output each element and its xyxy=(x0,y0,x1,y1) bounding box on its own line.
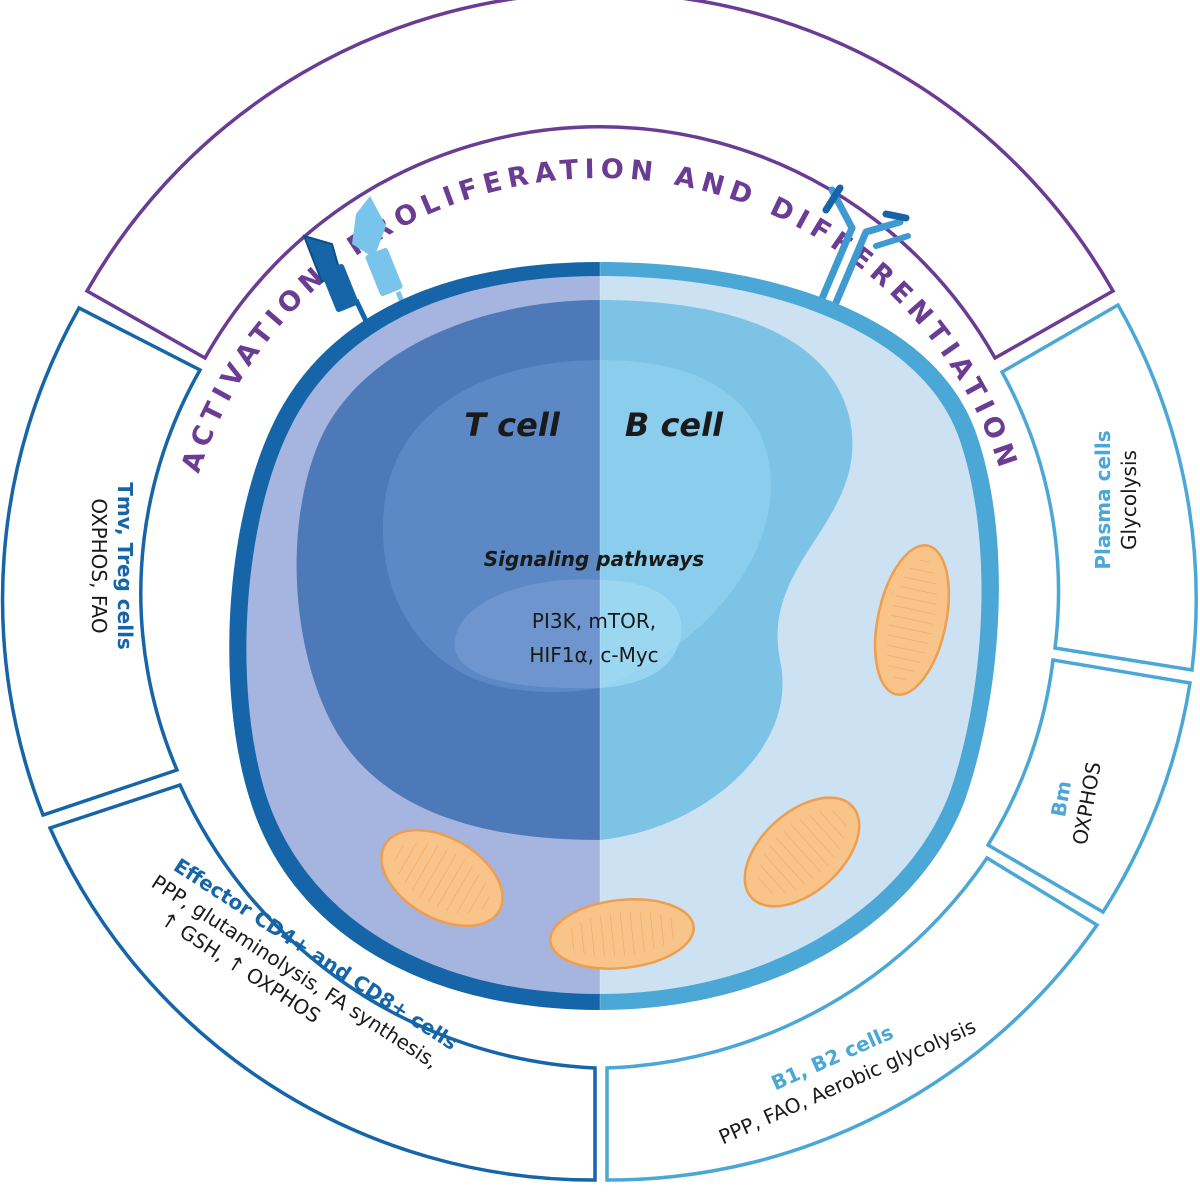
signaling-line2: HIF1α, c-Myc xyxy=(529,643,658,667)
t-cell-label: T cell xyxy=(464,406,561,444)
tmv-treg-text: OXPHOS, FAO xyxy=(87,498,111,633)
plasma-label: Plasma cells Glycolysis xyxy=(1091,430,1141,569)
segment-plasma xyxy=(999,302,1198,673)
plasma-text: Glycolysis xyxy=(1117,450,1141,550)
mitochondria xyxy=(380,544,951,970)
b-cell-label: B cell xyxy=(625,406,724,444)
signaling-line1: PI3K, mTOR, xyxy=(532,609,656,633)
segment-b1-b2 xyxy=(605,855,1100,1182)
segment-activation xyxy=(84,0,1116,361)
mitochondrion-icon xyxy=(549,898,695,970)
signaling-title: Signaling pathways xyxy=(484,547,705,571)
segment-effector xyxy=(47,782,597,1182)
mitochondrion-icon xyxy=(743,796,861,908)
bcr-antibody-icon xyxy=(814,184,911,316)
mitochondrion-icon xyxy=(380,828,504,928)
tmv-treg-title: Tmv, Treg cells xyxy=(113,482,137,650)
mitochondrion-icon xyxy=(873,544,951,696)
cell-body xyxy=(229,262,999,1010)
segment-tmv-treg xyxy=(0,305,203,818)
segment-bm xyxy=(985,657,1192,915)
plasma-title: Plasma cells xyxy=(1091,430,1115,569)
tcr-receptor-icon xyxy=(302,196,415,344)
tmv-treg-label: Tmv, Treg cells OXPHOS, FAO xyxy=(87,482,137,650)
